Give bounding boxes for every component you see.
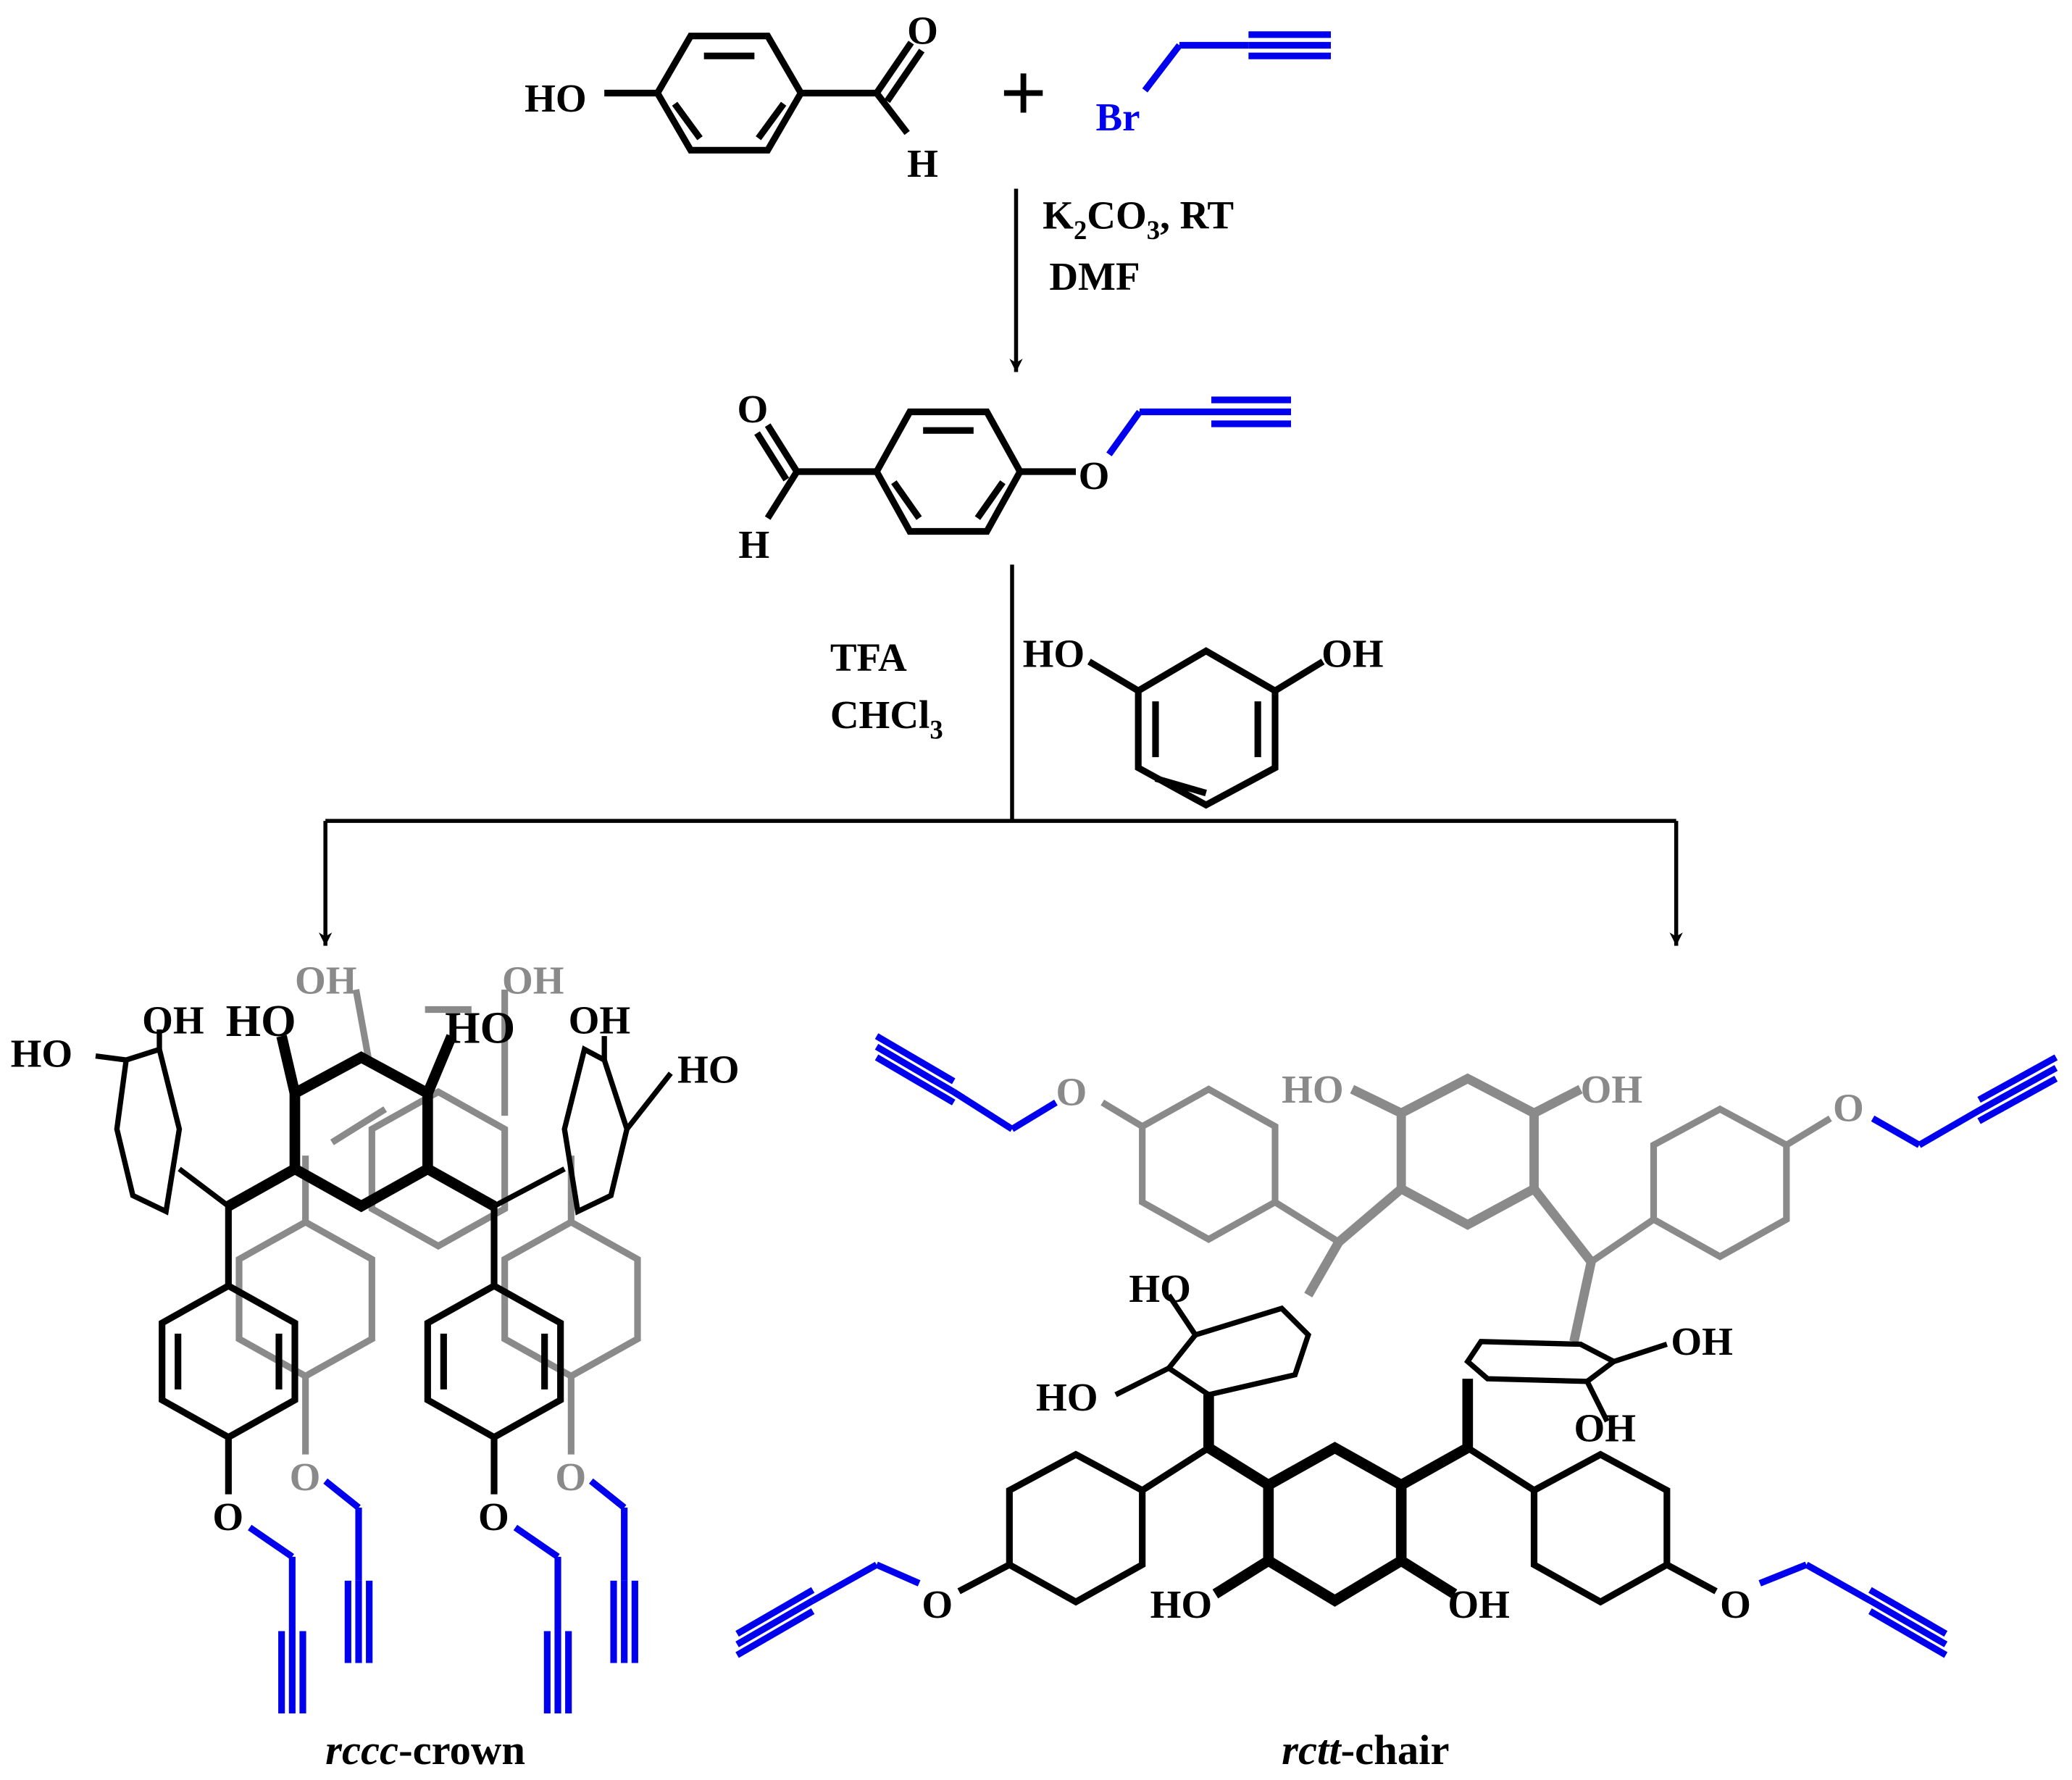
chair-hydroxyl-label-back: OH bbox=[1581, 1067, 1643, 1111]
chair-hydroxyl-label: HO bbox=[1150, 1582, 1213, 1626]
crown-hydroxyl-label: HO bbox=[11, 1031, 73, 1075]
crown-hydroxyl-label: HO bbox=[445, 1003, 515, 1053]
crown-side-resorcinols bbox=[95, 1029, 673, 1216]
chair-hydroxyl-label: OH bbox=[1574, 1405, 1637, 1450]
resorcinol-hydroxyl-right: OH bbox=[1321, 632, 1384, 676]
chair-upper-rings bbox=[1100, 1085, 1832, 1265]
carbonyl-oxygen-label: O bbox=[738, 387, 769, 431]
hydroxyl-label: HO bbox=[525, 76, 587, 120]
chair-hydroxyl-label-back: HO bbox=[1282, 1067, 1344, 1111]
crown-hydroxyl-label: OH bbox=[569, 998, 631, 1042]
conditions-solvent-dmf: DMF bbox=[1049, 254, 1140, 298]
crown-hydroxyl-label-back: OH bbox=[502, 958, 564, 1003]
chair-hydroxyl-label: HO bbox=[1129, 1266, 1191, 1311]
aldehyde-hydrogen-label: H bbox=[738, 522, 769, 567]
crown-product-name: rccc-crown bbox=[325, 1726, 525, 1773]
crown-hydroxyl-label: HO bbox=[677, 1047, 740, 1091]
crown-hydroxyl-label: HO bbox=[226, 996, 296, 1046]
chair-propargyl-chains bbox=[735, 1033, 2058, 1658]
chair-product-name: rctt-chair bbox=[1282, 1726, 1449, 1773]
crown-front-rings bbox=[159, 1206, 564, 1495]
resorcinol-hydroxyl-left: HO bbox=[1023, 632, 1085, 676]
chair-lower-rings bbox=[957, 1445, 1718, 1606]
aldehyde-hydrogen-label: H bbox=[907, 141, 938, 185]
chair-ether-oxygen-label: O bbox=[1833, 1086, 1864, 1130]
chair-middle-resorcinols bbox=[1114, 1293, 1668, 1423]
p-hydroxybenzaldehyde bbox=[604, 33, 925, 154]
plus-sign: + bbox=[1001, 48, 1047, 137]
crown-front-propargyl bbox=[248, 1524, 572, 1714]
crown-back-propargyl bbox=[323, 1478, 638, 1663]
crown-back-rings bbox=[235, 989, 641, 1455]
crown-ether-oxygen-label: O bbox=[212, 1495, 243, 1539]
propargyloxy-benzaldehyde bbox=[754, 408, 1076, 535]
propargyl-chain-intermediate bbox=[1106, 396, 1291, 456]
crown-ether-oxygen-label: O bbox=[478, 1495, 509, 1539]
crown-ether-oxygen-label-back: O bbox=[290, 1455, 321, 1499]
crown-front-resorcinol bbox=[225, 1034, 497, 1213]
crown-ether-oxygen-label-back: O bbox=[555, 1455, 586, 1499]
chair-ether-oxygen-label: O bbox=[922, 1582, 953, 1626]
chair-ether-oxygen-label: O bbox=[1056, 1070, 1087, 1114]
conditions-base: K2CO3, RT bbox=[1043, 193, 1234, 246]
propargyl-bromide bbox=[1142, 31, 1331, 93]
chair-hydroxyl-label: OH bbox=[1448, 1582, 1510, 1626]
chair-lower-resorcinol bbox=[1203, 1379, 1474, 1607]
chair-upper-resorcinol bbox=[1304, 1073, 1596, 1343]
carbonyl-oxygen-label: O bbox=[907, 9, 938, 53]
crown-isomer: HO OH HO OH HO OH OH HO O O O O rccc-cro… bbox=[11, 958, 740, 1773]
crown-hydroxyl-label-back: OH bbox=[295, 958, 357, 1003]
conditions-solvent-chcl3: CHCl3 bbox=[830, 693, 943, 745]
chair-isomer: HO OH HO HO OH OH HO OH O O O O rctt-cha… bbox=[735, 1033, 2058, 1773]
chair-ether-oxygen-label: O bbox=[1720, 1582, 1751, 1626]
conditions-acid-tfa: TFA bbox=[830, 635, 907, 680]
chair-hydroxyl-label: HO bbox=[1036, 1375, 1098, 1419]
crown-hydroxyl-label: OH bbox=[142, 998, 204, 1042]
reaction-arrow-step2 bbox=[318, 564, 1683, 946]
resorcinol bbox=[1087, 647, 1325, 809]
ether-oxygen-label: O bbox=[1079, 454, 1110, 498]
bromine-label: Br bbox=[1096, 95, 1140, 139]
chair-hydroxyl-label: OH bbox=[1671, 1319, 1733, 1363]
